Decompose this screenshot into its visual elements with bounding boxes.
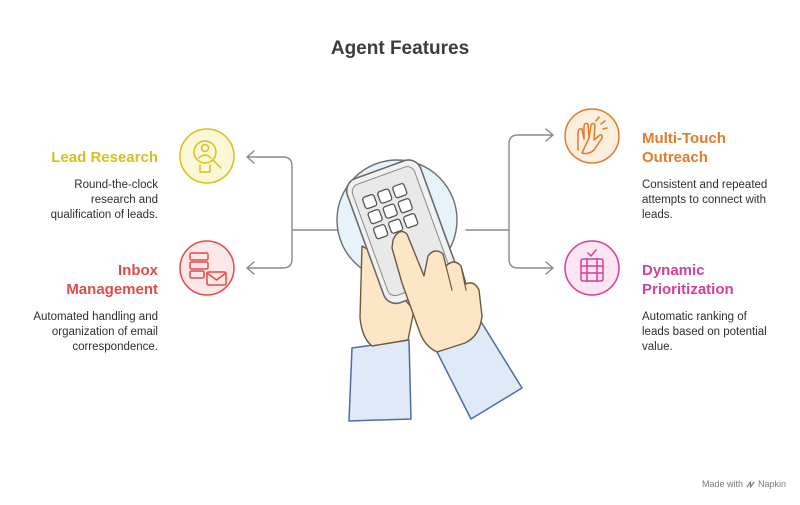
waving-hands-icon — [564, 108, 620, 164]
server-mail-icon — [179, 240, 235, 296]
connector-lines — [246, 128, 554, 275]
feature-title-line: Lead Research — [51, 149, 158, 166]
feature-description-lead-research: Round-the-clock research and qualificati… — [51, 178, 158, 223]
person-magnifier-icon — [179, 128, 235, 184]
feature-description-inbox-management: Automated handling and organization of e… — [33, 310, 158, 355]
feature-title-line: Inbox — [118, 262, 158, 279]
description-line: attempts to connect with — [642, 194, 767, 206]
diagram-title: Agent Features — [330, 38, 470, 59]
napkin-brand-label: Napkin — [757, 479, 786, 489]
feature-title-lead-research: Lead Research — [51, 148, 158, 167]
hands-device-illustration — [336, 159, 523, 422]
description-line: value. — [642, 341, 673, 353]
description-line: correspondence. — [72, 341, 158, 353]
made-with-napkin-footer[interactable]: Made with Napkin — [702, 479, 786, 489]
feature-description-multi-touch-outreach: Consistent and repeated attempts to conn… — [642, 178, 767, 223]
description-line: leads. — [642, 209, 673, 221]
feature-title-line: Management — [66, 281, 158, 298]
arrow-head-right-top — [545, 128, 554, 142]
feature-description-dynamic-prioritization: Automatic ranking of leads based on pote… — [642, 310, 767, 355]
description-line: organization of email — [51, 326, 158, 338]
connector-left — [247, 156, 341, 269]
feature-title-line: Outreach — [642, 149, 708, 166]
description-line: Automatic ranking of — [642, 311, 747, 323]
arrow-head-right-bottom — [545, 261, 554, 275]
description-line: Round-the-clock — [74, 179, 158, 191]
feature-title-multi-touch-outreach: Multi-Touch Outreach — [642, 129, 726, 167]
arrow-head-left-bottom — [246, 261, 255, 275]
napkin-logo-icon — [746, 480, 755, 488]
connector-right — [465, 134, 553, 269]
description-line: qualification of leads. — [50, 209, 158, 221]
description-line: Automated handling and — [33, 311, 158, 323]
made-with-label: Made with — [701, 479, 743, 489]
feature-title-dynamic-prioritization: Dynamic Prioritization — [642, 261, 734, 299]
feature-title-line: Dynamic — [642, 262, 705, 279]
feature-title-inbox-management: Inbox Management — [66, 261, 158, 299]
description-line: research and — [90, 194, 158, 206]
feature-title-line: Prioritization — [642, 281, 734, 298]
feature-title-line: Multi-Touch — [642, 130, 726, 147]
ranked-list-icon — [564, 240, 620, 296]
description-line: Consistent and repeated — [642, 179, 768, 191]
description-line: leads based on potential — [642, 326, 767, 338]
arrow-head-left-top — [246, 150, 255, 164]
